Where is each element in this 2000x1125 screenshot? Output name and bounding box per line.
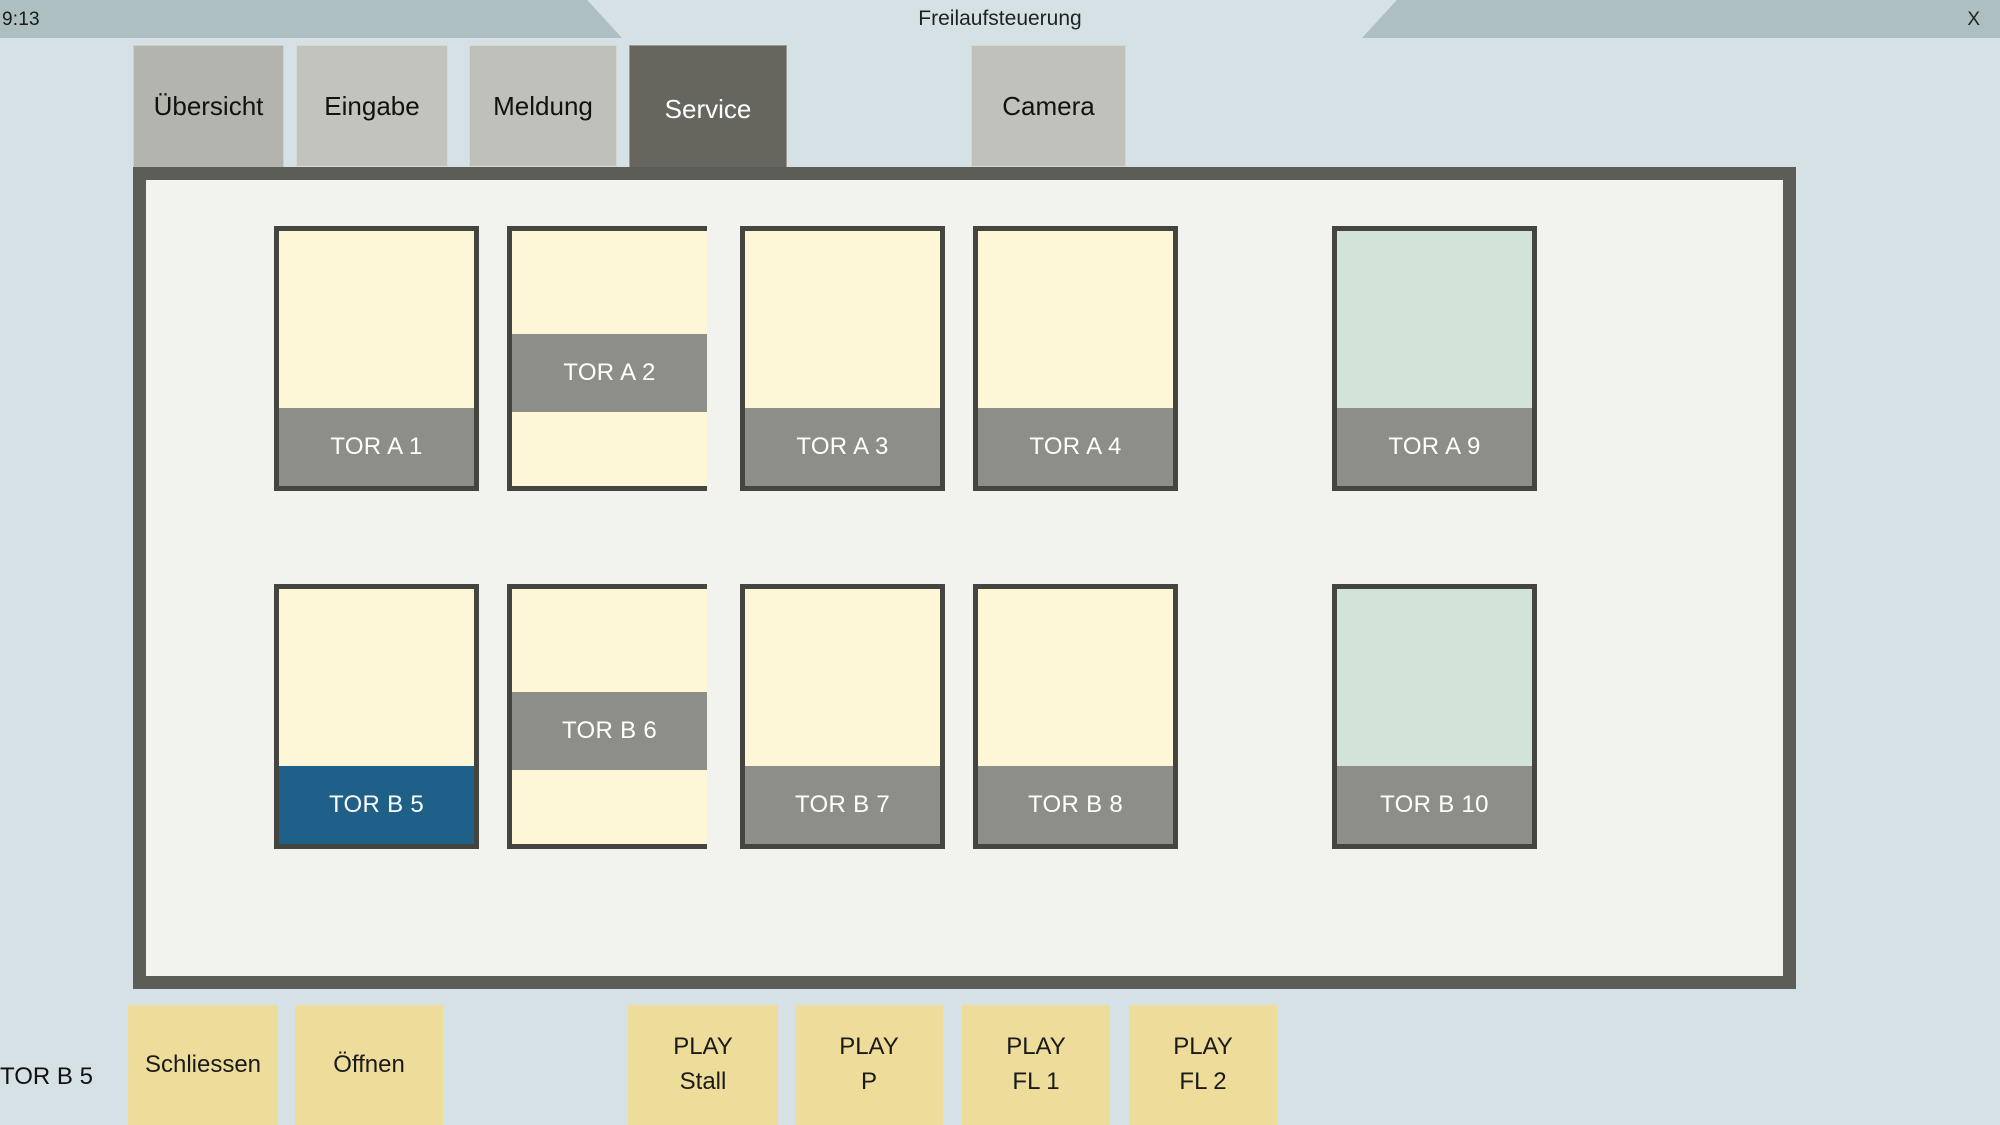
command-button-line1: PLAY <box>673 1033 733 1061</box>
gate-tor-b-5[interactable]: TOR B 5 <box>274 584 479 849</box>
gate-tor-a-1[interactable]: TOR A 1 <box>274 226 479 491</box>
gate-body-lower <box>512 770 707 844</box>
command-button-öffnen[interactable]: Öffnen <box>295 1005 443 1125</box>
gate-label: TOR B 5 <box>279 766 474 844</box>
command-button-line2: P <box>860 1068 877 1095</box>
gate-overview-panel: TOR A 1 TOR A 2 TOR A 3 TOR A 4 TOR A 9 TOR B… <box>133 167 1796 989</box>
command-button-play-fl-1[interactable]: PLAY FL 1 <box>962 1005 1110 1125</box>
gate-label: TOR B 10 <box>1337 766 1532 844</box>
gate-tor-b-8[interactable]: TOR B 8 <box>973 584 1178 849</box>
command-button-play-stall[interactable]: PLAY Stall <box>628 1005 778 1125</box>
gate-label: TOR B 6 <box>512 692 707 770</box>
gate-label: TOR A 1 <box>279 408 474 486</box>
gate-tor-b-10[interactable]: TOR B 10 <box>1332 584 1537 849</box>
gate-body-upper <box>1337 231 1532 408</box>
tab-eingabe[interactable]: Eingabe <box>296 45 448 167</box>
gate-tor-a-2[interactable]: TOR A 2 <box>507 226 707 491</box>
tab-service[interactable]: Service <box>629 45 787 173</box>
gate-body-upper <box>512 231 707 334</box>
gate-body-upper <box>745 231 940 408</box>
close-icon[interactable]: X <box>1967 9 1980 30</box>
command-button-line2: FL 2 <box>1179 1068 1227 1095</box>
tab-uebersicht[interactable]: Übersicht <box>133 45 284 168</box>
gate-label: TOR A 9 <box>1337 408 1532 486</box>
command-button-line1: PLAY <box>1006 1033 1066 1061</box>
gate-label: TOR A 4 <box>978 408 1173 486</box>
command-button-line1: Öffnen <box>333 1050 405 1078</box>
gate-body-upper <box>279 231 474 408</box>
gate-body-lower <box>512 412 707 486</box>
command-button-line2: Stall <box>679 1068 727 1095</box>
gate-tor-a-4[interactable]: TOR A 4 <box>973 226 1178 491</box>
command-button-line1: PLAY <box>1173 1033 1233 1061</box>
gate-tor-b-7[interactable]: TOR B 7 <box>740 584 945 849</box>
page-title: Freilaufsteuerung <box>918 7 1082 30</box>
gate-label: TOR A 2 <box>512 334 707 412</box>
gate-tor-a-3[interactable]: TOR A 3 <box>740 226 945 491</box>
gate-body-upper <box>978 231 1173 408</box>
command-button-line1: PLAY <box>839 1033 899 1061</box>
gate-label: TOR A 3 <box>745 408 940 486</box>
title-bar: 9:13 Freilaufsteuerung X <box>0 0 2000 38</box>
gate-body-upper <box>978 589 1173 766</box>
gate-body-upper <box>512 589 707 692</box>
gate-body-upper <box>745 589 940 766</box>
tab-meldung[interactable]: Meldung <box>469 45 617 167</box>
gate-body-upper <box>279 589 474 766</box>
tab-camera[interactable]: Camera <box>971 45 1126 167</box>
command-button-schliessen[interactable]: Schliessen <box>128 1005 278 1125</box>
selected-gate-label: TOR B 5 <box>0 1063 93 1090</box>
clock: 9:13 <box>2 9 40 30</box>
command-button-line2: FL 1 <box>1012 1068 1060 1095</box>
gate-label: TOR B 8 <box>978 766 1173 844</box>
command-button-play-fl-2[interactable]: PLAY FL 2 <box>1129 1005 1277 1125</box>
gate-tor-a-9[interactable]: TOR A 9 <box>1332 226 1537 491</box>
gate-tor-b-6[interactable]: TOR B 6 <box>507 584 707 849</box>
gate-label: TOR B 7 <box>745 766 940 844</box>
title-bar-left-fill <box>0 0 578 38</box>
command-button-play-p[interactable]: PLAY P <box>795 1005 943 1125</box>
title-bar-right-fill <box>1410 0 2000 38</box>
gate-body-upper <box>1337 589 1532 766</box>
command-button-line1: Schliessen <box>144 1050 262 1078</box>
tab-bar: Übersicht Eingabe Meldung Service Camera <box>0 45 2000 173</box>
